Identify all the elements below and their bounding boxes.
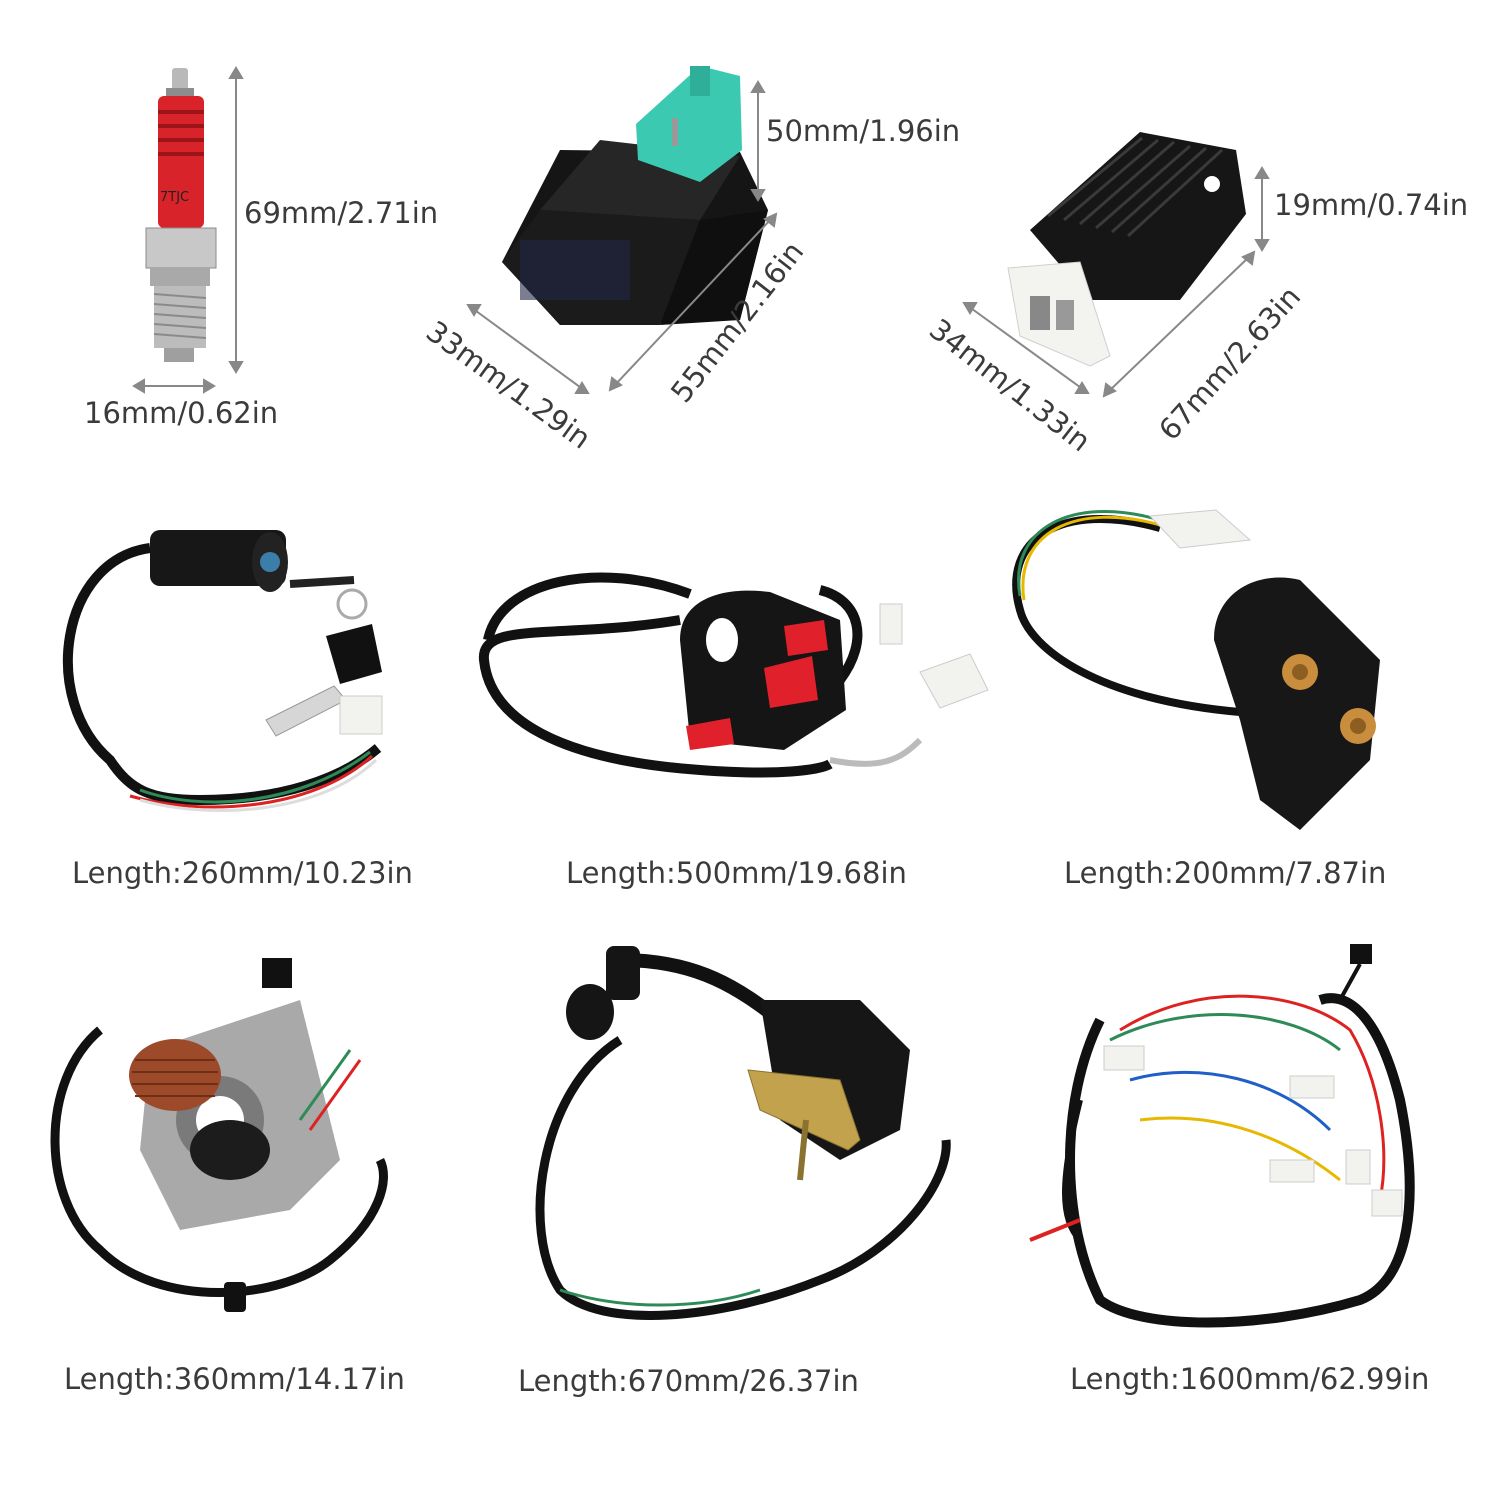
starter-relay-length: Length:200mm/7.87in (1064, 856, 1387, 890)
handlebar-switch-length: Length:500mm/19.68in (566, 856, 907, 890)
spark-plug-height-label: 69mm/2.71in (244, 196, 439, 230)
cdi-height-label: 50mm/1.96in (766, 114, 961, 148)
regulator-depth-label: 34mm/1.33in (923, 312, 1098, 459)
cdi-depth-label: 33mm/1.29in (420, 314, 598, 456)
spark-plug-width-label: 16mm/0.62in (84, 396, 279, 430)
spark-plug-print: 7TJC (160, 190, 190, 205)
regulator-height-label: 19mm/0.74in (1274, 188, 1469, 222)
cdi-length-label: 55mm/2.16in (664, 234, 811, 409)
wiring-harness-length: Length:1600mm/62.99in (1070, 1362, 1430, 1396)
stator-length: Length:360mm/14.17in (64, 1362, 405, 1396)
ignition-switch-length: Length:260mm/10.23in (72, 856, 413, 890)
ignition-coil-length: Length:670mm/26.37in (518, 1364, 859, 1398)
regulator-length-label: 67mm/2.63in (1152, 279, 1308, 447)
